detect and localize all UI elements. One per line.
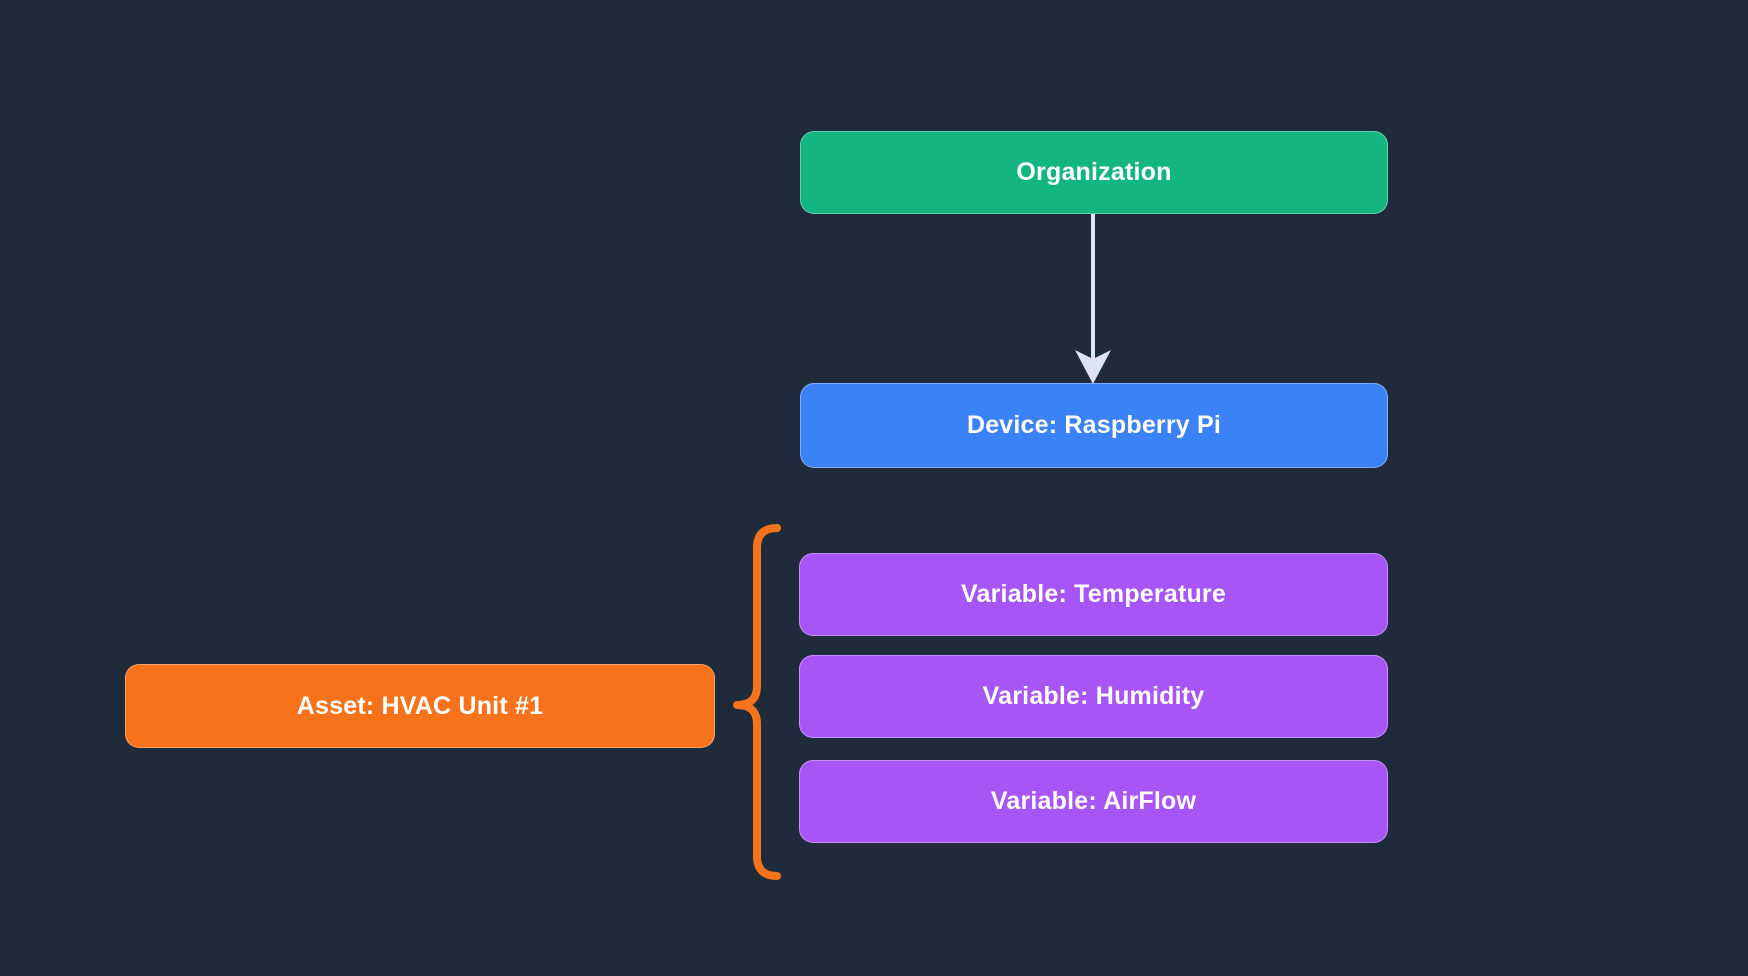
node-variable-temperature: Variable: Temperature <box>799 553 1388 636</box>
curly-brace <box>733 524 781 880</box>
node-organization: Organization <box>800 131 1388 214</box>
node-variable-airflow: Variable: AirFlow <box>799 760 1388 843</box>
arrowhead-icon <box>1075 350 1111 384</box>
node-variable-humidity: Variable: Humidity <box>799 655 1388 738</box>
node-device-raspberry-pi: Device: Raspberry Pi <box>800 383 1388 468</box>
node-asset-hvac-unit: Asset: HVAC Unit #1 <box>125 664 715 748</box>
